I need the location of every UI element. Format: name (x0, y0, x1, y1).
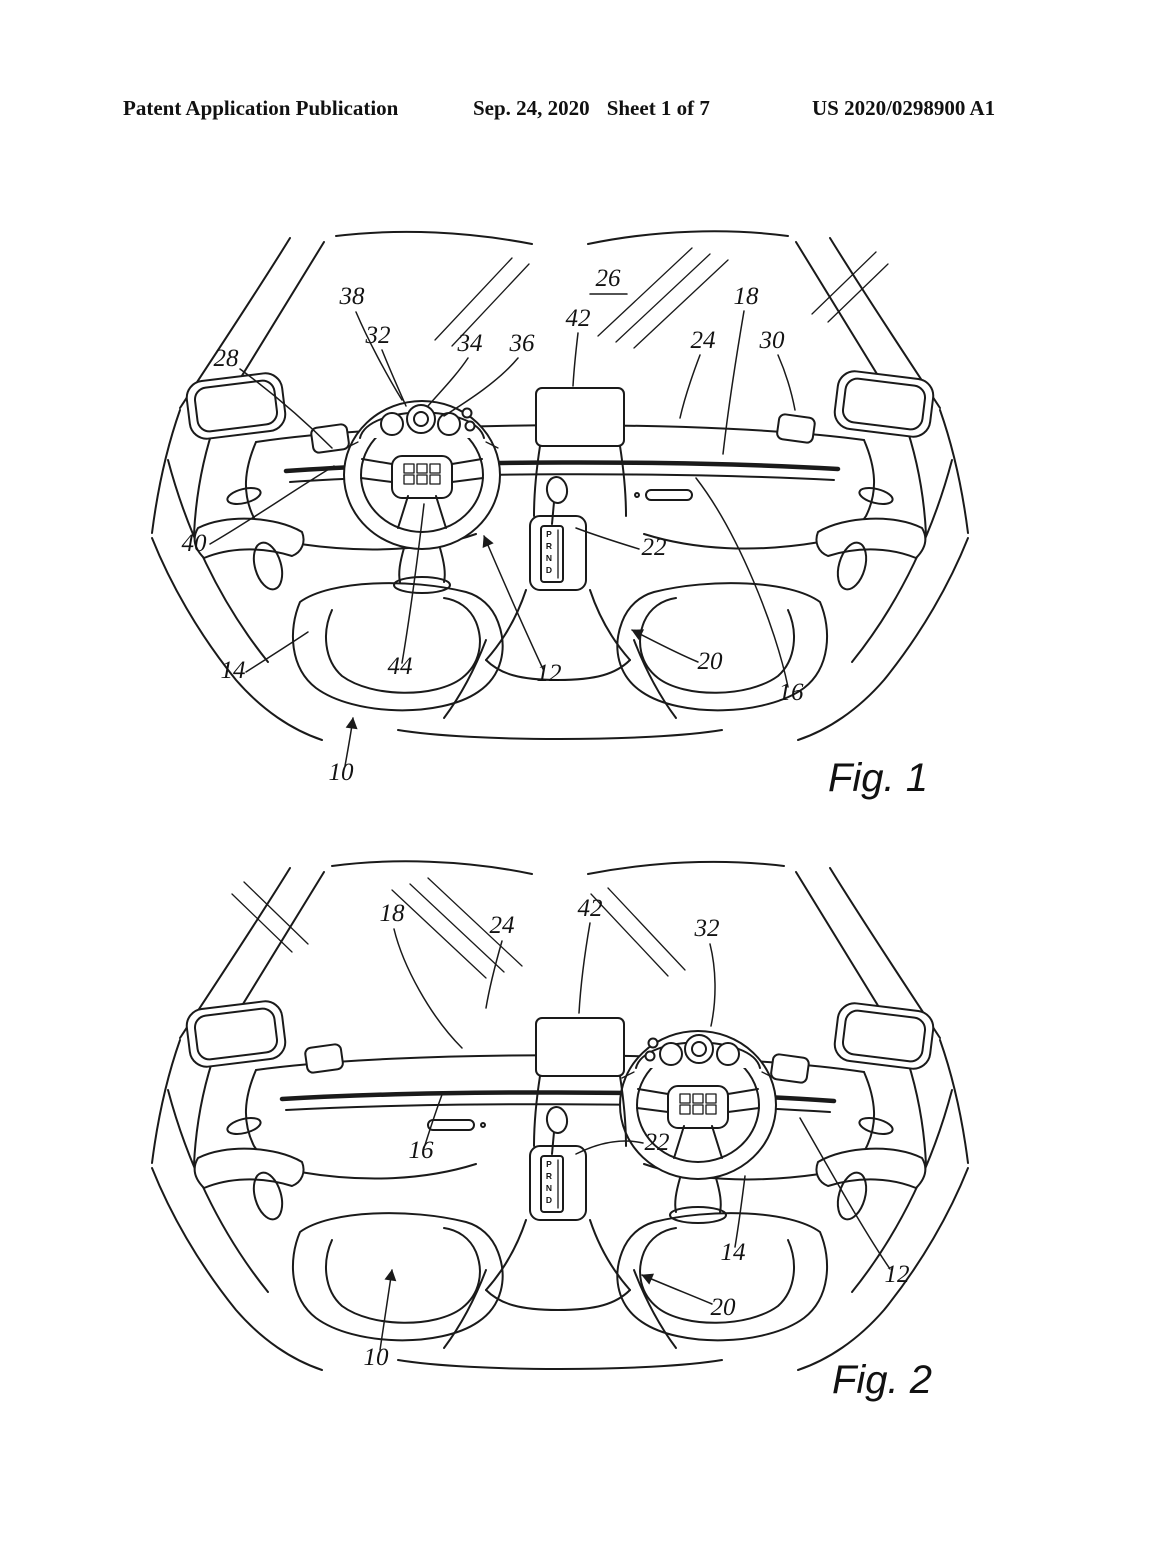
leader-18 (722, 310, 745, 455)
ref-label-24: 24 (691, 327, 716, 354)
ref-label-28: 28 (214, 345, 240, 372)
ref-label-18: 18 (380, 900, 406, 927)
figure-2: 18 24 42 32 16 22 14 12 20 10 Fig. 2 (152, 861, 968, 1402)
fig1-caption: Fig. 1 (828, 756, 928, 800)
leader-24 (679, 354, 701, 419)
leader-20 (631, 629, 699, 663)
ref-label-38: 38 (339, 283, 366, 310)
fig2-leader-lines (379, 922, 891, 1351)
leader-14 (245, 631, 309, 673)
leader-16 (695, 477, 789, 688)
header-date-sheet: Sep. 24, 2020 Sheet 1 of 7 (473, 96, 710, 121)
figure-1: 26 38 32 34 36 42 24 18 30 28 40 22 14 4… (152, 231, 968, 800)
ref-label-32: 32 (694, 915, 720, 942)
fig1-labels: 26 38 32 34 36 42 24 18 30 28 40 22 14 4… (182, 265, 805, 786)
ref-label-34: 34 (457, 330, 483, 357)
leader-40 (209, 465, 335, 545)
header-publication: Patent Application Publication (123, 96, 399, 120)
header-patent-number: US 2020/0298900 A1 (812, 96, 996, 120)
leader-20 (641, 1273, 713, 1305)
leader-28 (239, 368, 333, 449)
leader-12 (482, 535, 544, 670)
center-console-fig1 (485, 387, 631, 681)
leader-22 (575, 527, 640, 550)
leader-18 (393, 928, 463, 1049)
patent-drawing-sheet: PRND (140, 228, 980, 1402)
ref-label-16: 16 (409, 1137, 435, 1164)
ref-label-18: 18 (734, 283, 760, 310)
header-sheet: Sheet 1 of 7 (606, 96, 710, 120)
center-console-fig2 (485, 1017, 631, 1311)
ref-label-20: 20 (698, 648, 724, 675)
leader-32 (709, 943, 716, 1027)
ref-label-30: 30 (759, 327, 786, 354)
ref-label-22: 22 (642, 534, 667, 561)
leader-32 (381, 349, 407, 407)
ref-label-32: 32 (365, 322, 391, 349)
ref-label-14: 14 (721, 1239, 746, 1266)
leader-42 (572, 332, 579, 387)
ref-label-10: 10 (329, 759, 355, 786)
leader-10 (379, 1269, 397, 1351)
ref-label-42: 42 (566, 305, 591, 332)
leader-44 (401, 503, 425, 664)
ref-label-36: 36 (509, 330, 536, 357)
ref-label-26: 26 (596, 265, 622, 292)
leader-12 (799, 1117, 891, 1270)
leader-34 (427, 357, 469, 407)
ref-label-12: 12 (537, 660, 562, 687)
ref-label-44: 44 (388, 653, 413, 680)
ref-label-40: 40 (182, 530, 208, 557)
ref-label-42: 42 (578, 895, 603, 922)
leader-30 (777, 354, 796, 411)
ref-label-16: 16 (779, 679, 805, 706)
fig2-caption: Fig. 2 (832, 1358, 932, 1402)
ref-label-14: 14 (221, 657, 246, 684)
leader-38 (355, 311, 403, 401)
leader-16 (424, 1091, 444, 1146)
header-date: Sep. 24, 2020 (473, 96, 590, 120)
ref-label-10: 10 (364, 1344, 390, 1371)
leader-22 (575, 1140, 644, 1155)
ref-label-22: 22 (645, 1129, 670, 1156)
leader-42 (578, 922, 591, 1014)
ref-label-12: 12 (885, 1261, 910, 1288)
fig1-leader-lines (209, 310, 796, 767)
leader-10 (344, 717, 358, 767)
leader-24 (485, 940, 503, 1009)
ref-label-24: 24 (490, 912, 515, 939)
leader-36 (443, 357, 519, 417)
ref-label-20: 20 (711, 1294, 737, 1321)
leader-14 (734, 1175, 746, 1248)
fig2-labels: 18 24 42 32 16 22 14 12 20 10 (364, 895, 910, 1371)
